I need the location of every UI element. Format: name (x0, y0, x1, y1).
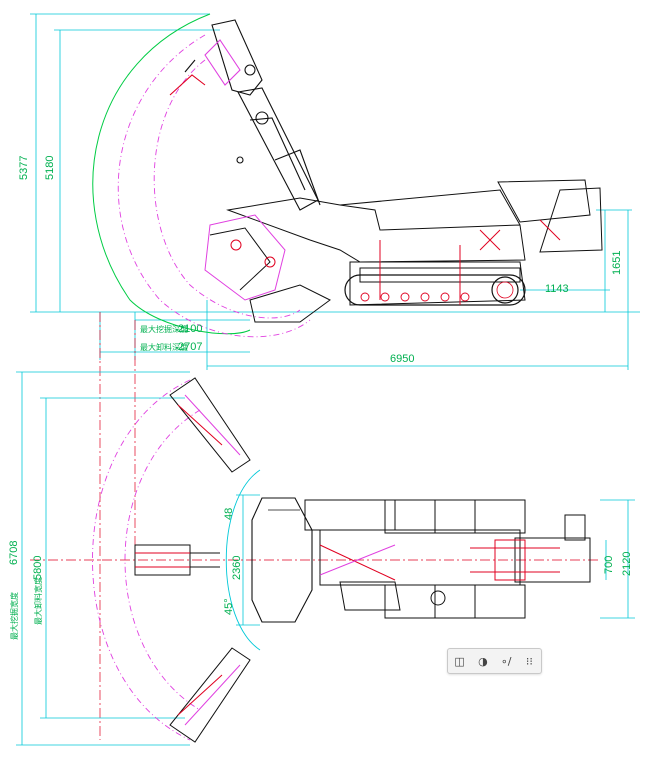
dim-body-width: 2120 (621, 552, 633, 576)
boom-arm (169, 19, 321, 211)
reach-arc-magenta-inner (153, 59, 301, 319)
arm-position-lower (169, 647, 251, 743)
swing-arc-inner (124, 409, 201, 711)
arm-position-upper (169, 377, 251, 473)
dim-angle-upper: 48 (223, 508, 235, 520)
swing-arc-outer (92, 379, 191, 741)
dim-height-total: 5377 (18, 156, 30, 180)
top-linkage (319, 539, 560, 581)
dim-depth-b: 2707 (178, 341, 202, 353)
arm-position-center (134, 544, 220, 576)
dim-rear-offset: 1143 (545, 283, 569, 295)
swing-arc-cyan (225, 469, 261, 651)
dim-track-gauge: 700 (603, 556, 615, 574)
machine-body (204, 179, 603, 323)
dim-angle-lower: 45° (223, 598, 235, 615)
dim-height-inner: 5180 (44, 156, 56, 180)
top-view: 6708 最大挖掘宽度 5800 最大卸料宽度 2360 48 45° 700 … (8, 371, 635, 746)
reach-arc-magenta-outer (117, 34, 311, 338)
side-dimension-lines (30, 13, 640, 370)
grid-icon[interactable]: ⁝⁝ (525, 654, 533, 668)
dim-depth-a-prefix: 最大挖掘深度 (140, 324, 188, 334)
color-icon[interactable]: ◑ (478, 654, 488, 668)
reach-arc-green (92, 13, 251, 335)
dim-width-span-inner: 5800 (32, 556, 44, 580)
floating-toolbar: ◫ ◑ ∘/ ⁝⁝ (447, 648, 542, 674)
dim-height-rear: 1651 (611, 251, 623, 275)
top-body (304, 499, 591, 619)
pen-icon[interactable]: ∘/ (500, 654, 512, 668)
dim-blade-width: 2360 (231, 556, 243, 580)
dim-depth-a: 2100 (178, 323, 202, 335)
layout-icon[interactable]: ◫ (454, 654, 465, 668)
dim-length-total: 6950 (390, 353, 414, 365)
dim-width-span-prefix: 最大挖掘宽度 (9, 592, 19, 640)
side-view: 5377 5180 最大挖掘深度 2100 最大卸料深度 2707 6950 1… (18, 13, 640, 740)
top-dimension-lines (16, 371, 635, 746)
dim-width-span-inner-prefix: 最大卸料宽度 (33, 577, 43, 625)
dim-depth-b-prefix: 最大卸料深度 (140, 342, 188, 352)
crawler-track (344, 274, 526, 306)
dim-width-span: 6708 (8, 541, 20, 565)
front-bucket (251, 497, 313, 623)
hydraulic-lines (230, 219, 561, 305)
